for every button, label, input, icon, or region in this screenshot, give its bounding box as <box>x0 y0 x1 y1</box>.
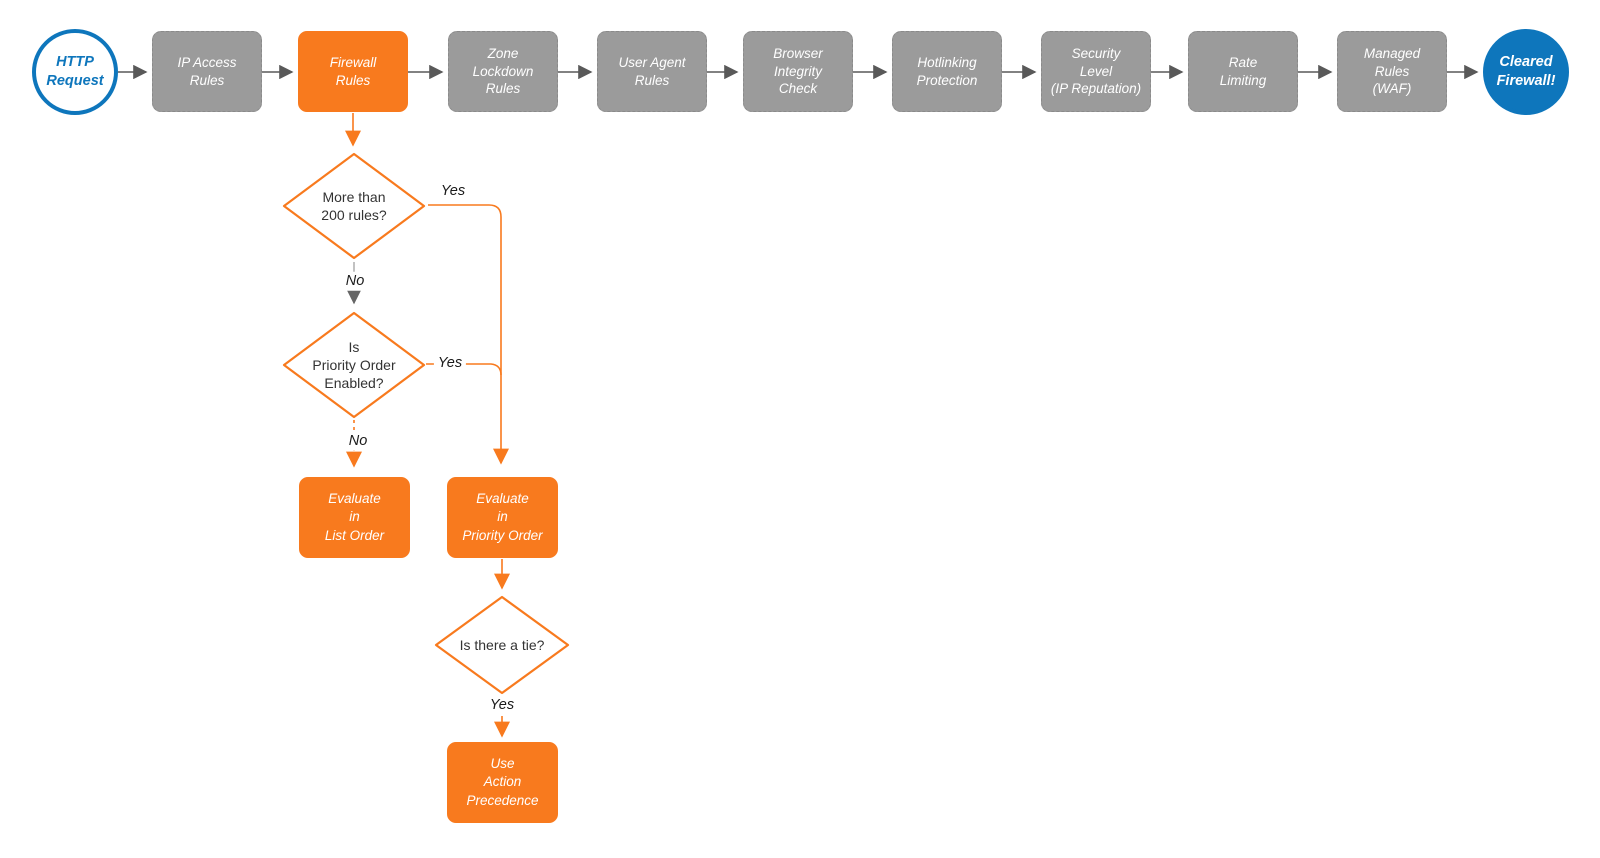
node-label: Managed Rules (WAF) <box>1363 45 1421 97</box>
diamond-shape <box>434 595 570 695</box>
node-http-request: HTTP Request <box>32 29 118 115</box>
node-label: Use Action Precedence <box>466 755 539 808</box>
node-evaluate-in-priority-order: Evaluate in Priority Order <box>447 477 558 558</box>
decision-priority-order-enabled: Is Priority Order Enabled? <box>282 311 426 419</box>
node-label: Evaluate in List Order <box>324 490 385 543</box>
decision-label: More than 200 rules? <box>321 188 387 223</box>
diamond-shape <box>282 152 426 260</box>
node-zone-lockdown-rules: Zone Lockdown Rules <box>448 31 558 112</box>
node-firewall-rules: Firewall Rules <box>298 31 408 112</box>
node-label: Zone Lockdown Rules <box>472 45 534 97</box>
node-hotlinking-protection: Hotlinking Protection <box>892 31 1002 112</box>
node-label: Hotlinking Protection <box>916 54 978 88</box>
edge-label-no-2: No <box>344 431 372 451</box>
node-label: IP Access Rules <box>177 54 237 88</box>
node-user-agent-rules: User Agent Rules <box>597 31 707 112</box>
decision-more-than-200-rules: More than 200 rules? <box>282 152 426 260</box>
node-label: Cleared Firewall! <box>1496 54 1556 89</box>
decision-label: Is Priority Order Enabled? <box>312 338 396 392</box>
node-browser-integrity-check: Browser Integrity Check <box>743 31 853 112</box>
decision-is-there-a-tie: Is there a tie? <box>434 595 570 695</box>
node-evaluate-in-list-order: Evaluate in List Order <box>299 477 410 558</box>
node-label: HTTP Request <box>46 54 104 89</box>
node-label: Security Level (IP Reputation) <box>1050 45 1142 97</box>
decision-label: Is there a tie? <box>459 636 545 653</box>
node-cleared-firewall: Cleared Firewall! <box>1483 29 1569 115</box>
node-ip-access-rules: IP Access Rules <box>152 31 262 112</box>
node-use-action-precedence: Use Action Precedence <box>447 742 558 823</box>
node-managed-rules-waf: Managed Rules (WAF) <box>1337 31 1447 112</box>
node-security-level: Security Level (IP Reputation) <box>1041 31 1151 112</box>
node-label: Evaluate in Priority Order <box>462 490 543 543</box>
node-label: User Agent Rules <box>618 54 686 88</box>
edge-label-no-1: No <box>341 271 369 291</box>
edge-label-yes-2: Yes <box>433 353 467 373</box>
node-label: Firewall Rules <box>329 54 377 88</box>
node-rate-limiting: Rate Limiting <box>1188 31 1298 112</box>
node-label: Browser Integrity Check <box>773 45 823 97</box>
edge-label-yes-1: Yes <box>440 182 466 199</box>
edge-label-yes-3: Yes <box>489 696 515 713</box>
diamond-shape <box>282 311 426 419</box>
node-label: Rate Limiting <box>1219 54 1267 88</box>
